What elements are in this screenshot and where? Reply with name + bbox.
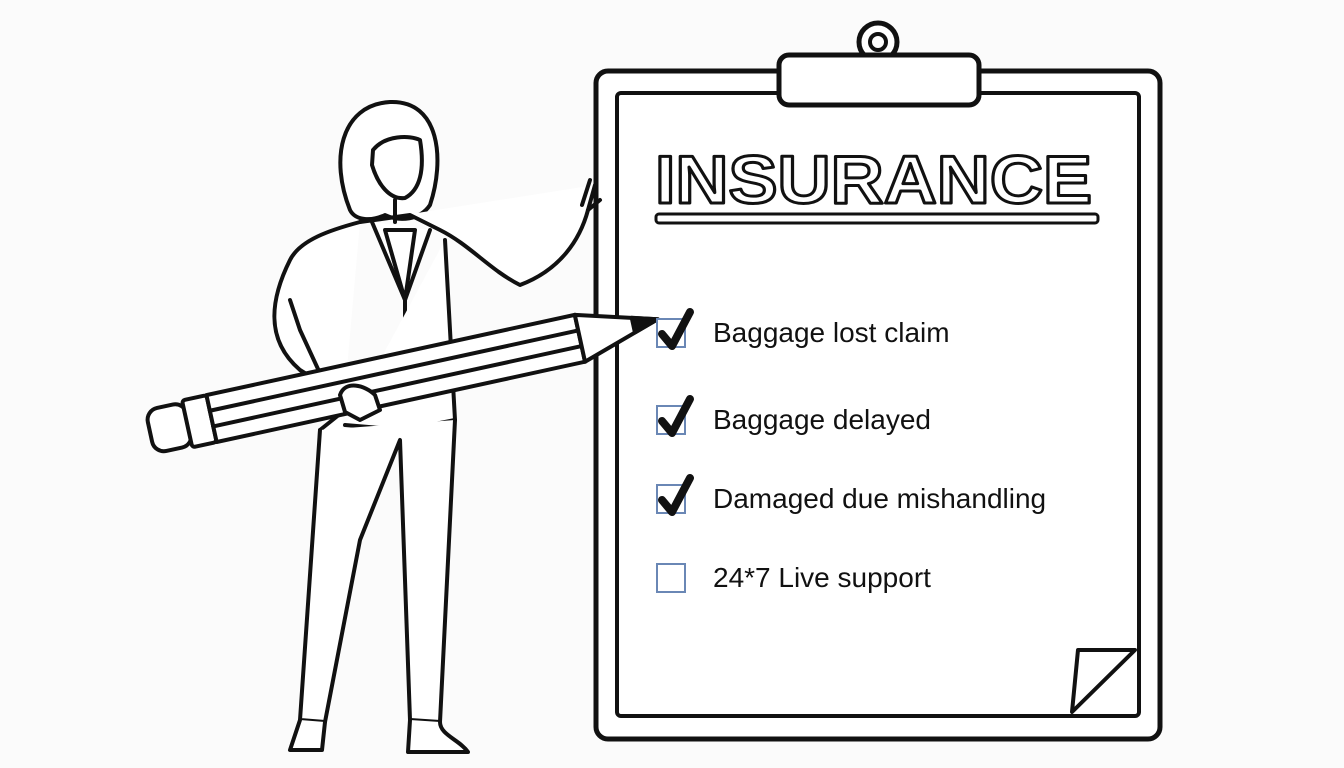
hand [338, 383, 382, 422]
checklist-item[interactable]: Damaged due mishandling [656, 474, 1047, 519]
woman-figure [272, 99, 602, 754]
checklist-item[interactable]: 24*7 Live support [656, 558, 931, 598]
checkbox-checked[interactable] [656, 308, 694, 350]
checkmark-icon [658, 395, 694, 437]
checkbox-checked[interactable] [656, 395, 694, 437]
checklist-item[interactable]: Baggage lost claim [656, 308, 950, 353]
clipboard [593, 20, 1163, 742]
item-label: 24*7 Live support [713, 562, 931, 593]
checkmark-icon [658, 474, 694, 516]
title-outline: INSURANCE [655, 142, 1092, 218]
pencil-icon [145, 312, 660, 454]
item-label: Baggage lost claim [713, 317, 950, 348]
folded-corner-icon [1070, 648, 1137, 714]
checkbox-unchecked[interactable] [656, 563, 686, 593]
item-label: Damaged due mishandling [713, 483, 1047, 514]
item-label: Baggage delayed [713, 404, 931, 435]
checklist-item[interactable]: Baggage delayed [656, 395, 931, 440]
checkmark-icon [658, 308, 694, 350]
checkbox-checked[interactable] [656, 474, 694, 516]
